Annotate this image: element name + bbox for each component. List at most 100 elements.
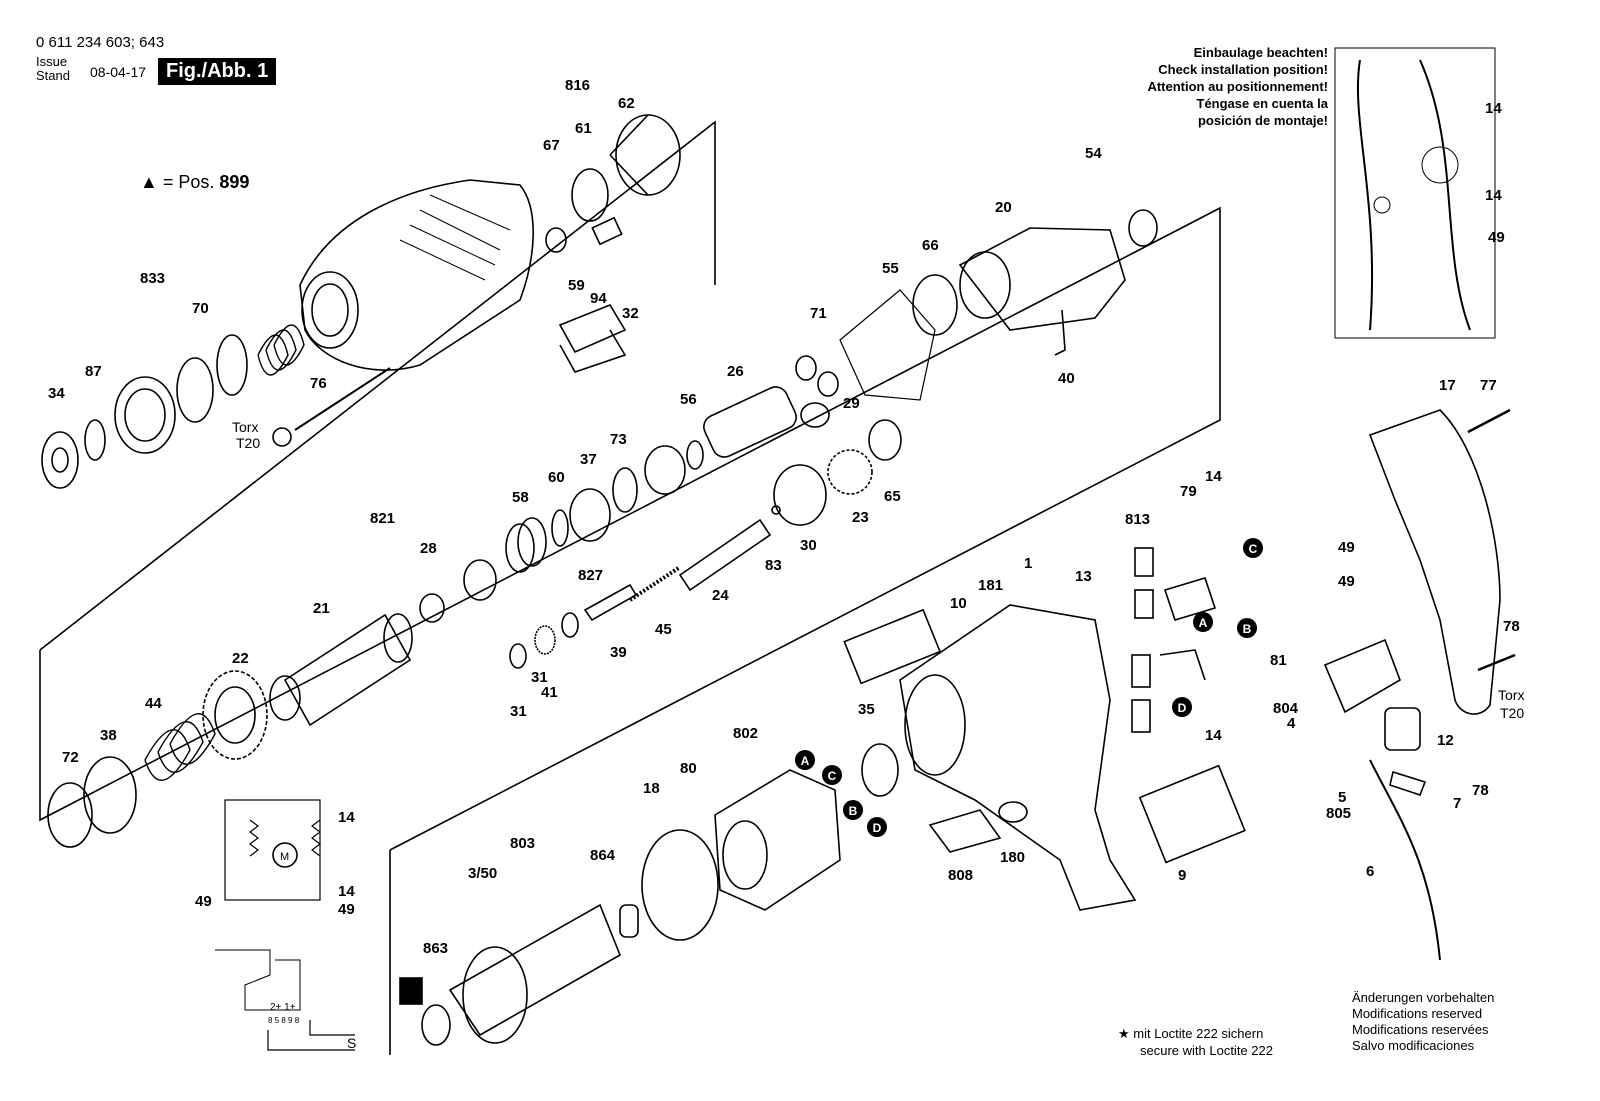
callout-28: 28 (420, 540, 437, 557)
pos-legend-text: = Pos. (162, 172, 215, 192)
callout-833: 833 (140, 270, 165, 287)
mods-es: Salvo modificaciones (1352, 1038, 1475, 1053)
callout-67: 67 (543, 137, 560, 154)
callout-49: 49 (1338, 573, 1355, 590)
callout-18: 18 (643, 780, 660, 797)
part-58b (517, 517, 547, 567)
pos-legend-number: 899 (219, 172, 250, 192)
callout-14: 14 (1205, 468, 1222, 485)
callout-803: 803 (510, 835, 535, 852)
install-line-de: Einbaulage beachten! (1193, 45, 1328, 60)
callout-40: 40 (1058, 370, 1075, 387)
svg-text:C: C (1249, 542, 1258, 556)
callout-30: 30 (800, 537, 817, 554)
part-12 (1384, 707, 1421, 751)
part-56 (686, 440, 704, 470)
callout-821: 821 (370, 510, 395, 527)
callout-60: 60 (548, 469, 565, 486)
callout-31: 31 (531, 669, 548, 686)
loctite-de: ★ mit Loctite 222 sichern (1118, 1026, 1264, 1041)
part-61 (571, 168, 609, 222)
install-line-en: Check installation position! (1158, 62, 1328, 77)
callout-20: 20 (995, 199, 1012, 216)
spring-45 (628, 565, 682, 602)
callout-24: 24 (712, 587, 729, 604)
part-78-screw (1477, 653, 1516, 672)
callout-23: 23 (852, 509, 869, 526)
callout-816: 816 (565, 77, 590, 94)
connector-b: B (1237, 618, 1257, 638)
part-54 (1128, 209, 1158, 247)
part-803-armature (448, 903, 622, 1037)
document-id: 0 611 234 603; 643 (36, 34, 165, 51)
spring-44 (144, 713, 216, 781)
installation-photo (1334, 47, 1496, 339)
part-864 (619, 904, 639, 938)
callout-78: 78 (1472, 782, 1489, 799)
motor-symbol (272, 842, 298, 868)
callout-94: 94 (590, 290, 607, 307)
part-94-block (591, 216, 623, 246)
part-4-switch (1323, 638, 1401, 714)
part-10-label (843, 608, 942, 685)
part-65 (868, 419, 902, 461)
callout-4: 4 (1287, 715, 1296, 732)
stand-label: Stand (36, 68, 70, 83)
figure-label: Fig./Abb. 1 (158, 58, 277, 85)
callout-76: 76 (310, 375, 327, 392)
part-41 (534, 625, 556, 655)
callout-56: 56 (680, 391, 697, 408)
callout-39: 39 (610, 644, 627, 661)
callout-17: 17 (1439, 377, 1456, 394)
part-813-brush-1 (1134, 547, 1154, 577)
issue-label: Issue (36, 54, 68, 69)
connector-b: B (843, 800, 863, 820)
callout-14: 14 (338, 883, 355, 900)
connector-a: A (1193, 612, 1213, 632)
callout-1: 1 (1024, 555, 1032, 572)
mods-en: Modifications reserved (1352, 1006, 1483, 1021)
callout-80: 80 (680, 760, 697, 777)
part-863-label (399, 977, 423, 1005)
part-1-housing (899, 604, 1137, 911)
torx-screw-icon (272, 427, 292, 447)
svg-text:D: D (873, 821, 882, 835)
issue-date: 08-04-17 (90, 64, 147, 80)
callout-813: 813 (1125, 511, 1150, 528)
callout-labels: 8166261678337087347659943254206655714026… (48, 77, 1520, 957)
connector-d: D (1172, 697, 1192, 717)
callout-29: 29 (843, 395, 860, 412)
part-ring2 (216, 334, 248, 396)
part-6-cable (1369, 759, 1441, 961)
part-29 (800, 402, 830, 428)
triangle-icon: ▲ (140, 172, 158, 192)
loctite-en: secure with Loctite 222 (1140, 1043, 1273, 1058)
schematic-s-mark: S (347, 1035, 356, 1051)
part-70-sleeve (114, 376, 176, 454)
torx-size: T20 (236, 435, 260, 451)
callout-12: 12 (1437, 732, 1454, 749)
callout-9: 9 (1178, 867, 1186, 884)
callout-49: 49 (1338, 539, 1355, 556)
callout-35: 35 (858, 701, 875, 718)
mods-fr: Modifications reservées (1352, 1022, 1489, 1037)
assembly-frame-top (39, 120, 716, 651)
schematic-pins: 8 5 8 9 8 (268, 1016, 300, 1025)
connector-c: C (1243, 538, 1263, 558)
callout-38: 38 (100, 727, 117, 744)
part-62 (615, 114, 681, 196)
part-ring (176, 357, 214, 423)
part-73 (644, 445, 686, 495)
callout-805: 805 (1326, 805, 1351, 822)
callout-62: 62 (618, 95, 635, 112)
part-71a (795, 355, 817, 381)
callout-14: 14 (1205, 727, 1222, 744)
callout-58: 58 (512, 489, 529, 506)
schematic-motor-label: M (280, 851, 289, 863)
part-37 (612, 467, 638, 513)
part-9-label (1138, 764, 1246, 864)
housing-bore (301, 271, 359, 349)
part-24 (678, 518, 772, 592)
callout-49: 49 (195, 893, 212, 910)
